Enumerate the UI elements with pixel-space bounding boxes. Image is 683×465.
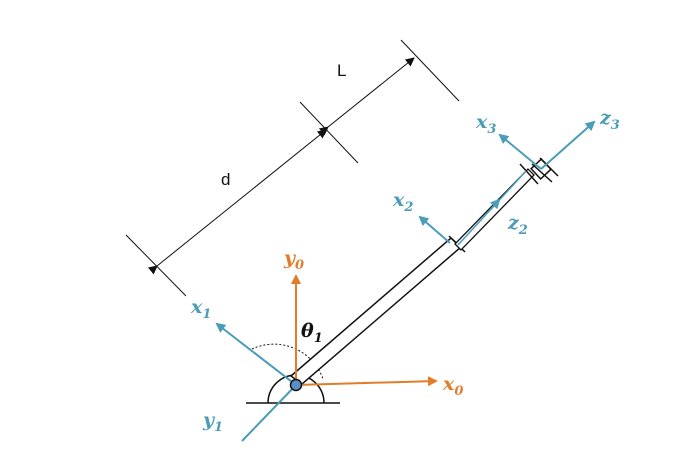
- slider-end-tick: [519, 163, 539, 185]
- dimension-d: [125, 101, 359, 297]
- l-label: L: [337, 61, 346, 80]
- x2-label: x2: [392, 189, 413, 215]
- link-slider: [454, 168, 535, 251]
- theta1-label: θ1: [301, 320, 323, 346]
- z2-label: z2: [507, 212, 528, 238]
- l-extension-end: [400, 39, 460, 102]
- d-dimension-line: [147, 129, 327, 275]
- z3-axis: [540, 120, 596, 170]
- x0-label: x0: [442, 373, 463, 399]
- gripper-jaw-a: [531, 163, 553, 183]
- dimension-l: [318, 39, 460, 136]
- y0-label: y0: [283, 247, 304, 273]
- d-extension-end: [299, 101, 359, 164]
- d-extension-start: [125, 234, 187, 297]
- x0-axis: [295, 376, 438, 387]
- l-dimension-line: [318, 57, 415, 136]
- z3-label: z3: [599, 107, 620, 133]
- x1-label: x1: [190, 296, 211, 322]
- x2-axis: [418, 215, 451, 244]
- y1-axis: [241, 384, 297, 442]
- link-arm: [289, 163, 539, 385]
- end-effector: [530, 157, 559, 183]
- d-label: d: [221, 170, 230, 189]
- x3-axis: [498, 133, 542, 170]
- link-outer: [289, 237, 463, 385]
- x1-axis: [215, 322, 297, 386]
- joint-1-pin: [289, 378, 303, 392]
- gripper-jaw-b: [539, 157, 559, 177]
- y1-label: y1: [202, 409, 223, 435]
- x3-label: x3: [475, 111, 496, 137]
- z2-axis-arrow: [489, 198, 501, 211]
